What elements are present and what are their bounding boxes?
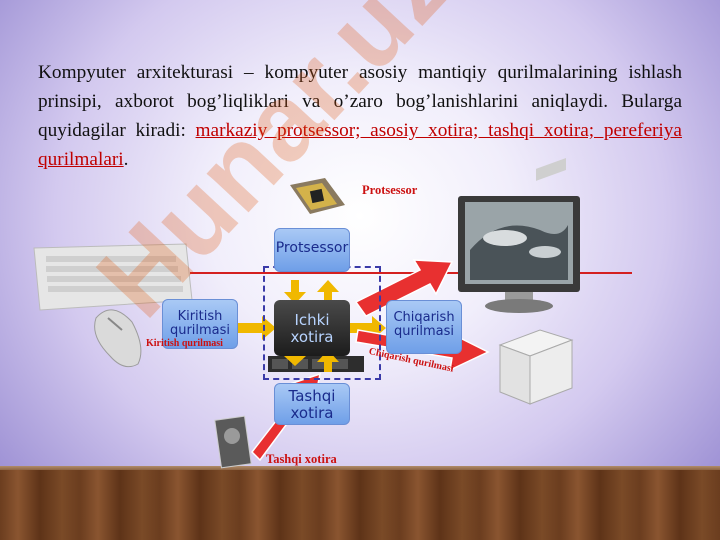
cpu-chip-icon (290, 178, 345, 214)
kiritish-line1: Kiritish (177, 309, 223, 324)
chiqarish-line2: qurilmasi (393, 324, 455, 340)
tashqi-xotira-label: Tashqi xotira (266, 452, 337, 466)
monitor-icon (458, 196, 580, 313)
intro-paragraph: Kompyuter arxitekturasi – kompyuter asos… (38, 58, 682, 174)
ichki-xotira-line1: Ichki (294, 311, 330, 329)
protsessor-box: Protsessor (274, 228, 350, 272)
protsessor-box-text: Protsessor (275, 240, 349, 256)
mouse-icon (94, 309, 142, 368)
paragraph-text: Kompyuter arxitekturasi – kompyuter asos… (38, 62, 682, 141)
kiritish-qurilmasi-label: Kiritish qurilmasi (146, 338, 223, 349)
ichki-xotira-line2: xotira (290, 327, 334, 346)
chiqarish-line1: Chiqarish (393, 310, 455, 325)
protsessor-label: Protsessor (362, 183, 418, 197)
wooden-floor (0, 470, 720, 540)
divider-line (190, 272, 632, 274)
tashqi-xotira-line2: xotira (290, 403, 334, 422)
paragraph-end: . (123, 149, 129, 170)
kiritish-line2: qurilmasi (169, 323, 231, 339)
paragraph-highlight-link[interactable]: markaziy protsessor; asosiy xotira; tash… (38, 120, 682, 170)
hard-drive-icon (214, 415, 252, 469)
tashqi-xotira-line1: Tashqi (288, 387, 336, 405)
printer-icon (498, 157, 574, 405)
